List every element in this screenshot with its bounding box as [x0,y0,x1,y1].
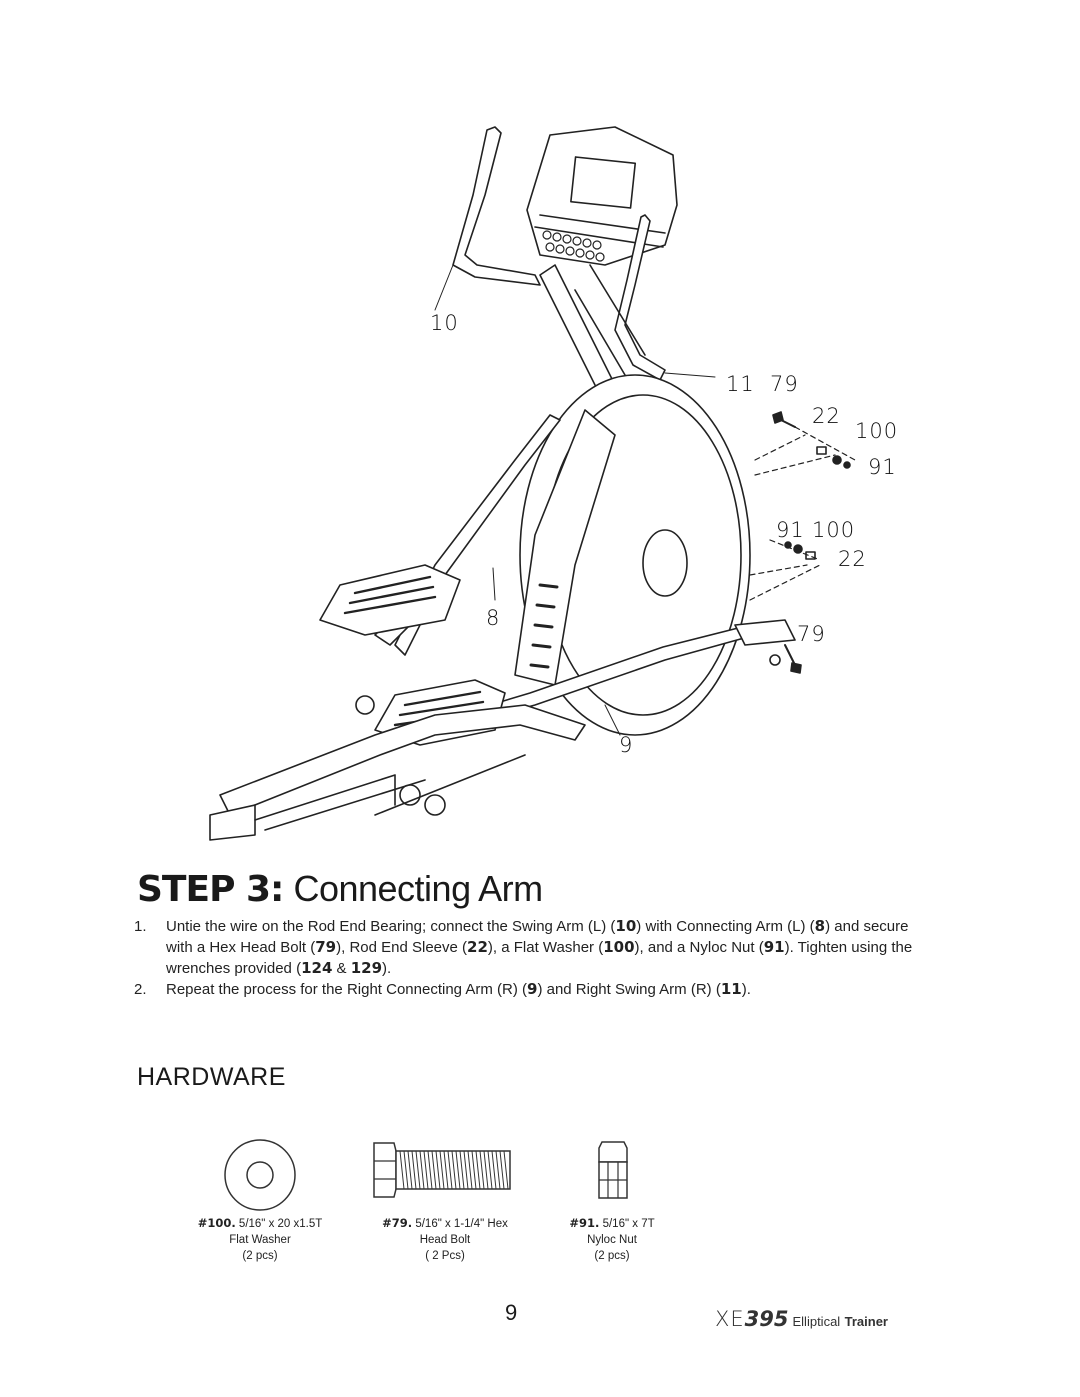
callout-100-upper: 100 [855,419,899,443]
callout-79-upper: 79 [770,372,799,396]
callout-22-lower: 22 [838,547,867,571]
step-title: Connecting Arm [293,868,543,909]
callout-91-lower: 91 [776,518,805,542]
hardware-item-hex-bolt: #79. 5/16" x 1-1/4" Hex Head Bolt ( 2 Pc… [382,1216,508,1262]
hex-bolt-icon [373,1142,511,1198]
instruction-1: 1. Untie the wire on the Rod End Bearing… [134,916,934,979]
instruction-number: 2. [134,981,147,998]
hardware-heading: HARDWARE [137,1063,286,1091]
flat-washer-icon [224,1139,296,1211]
callout-100-lower: 100 [812,518,856,542]
step-number: STEP 3: [137,869,284,910]
page-number: 9 [505,1300,518,1325]
step-heading: STEP 3: Connecting Arm [137,868,543,910]
instruction-text: Untie the wire on the Rod End Bearing; c… [166,917,913,977]
elliptical-assembly-diagram [209,126,856,841]
instruction-number: 1. [134,918,147,935]
instruction-text: Repeat the process for the Right Connect… [166,980,751,998]
callout-11: 11 [726,372,755,396]
callout-22-upper: 22 [812,404,841,428]
callout-8: 8 [486,606,501,630]
callout-9: 9 [619,733,634,757]
callout-79-lower: 79 [797,622,826,646]
hardware-item-flat-washer: #100. 5/16" x 20 x1.5T Flat Washer (2 pc… [197,1216,323,1262]
nyloc-nut-icon [598,1141,628,1199]
callout-91-upper: 91 [868,455,897,479]
instruction-2: 2. Repeat the process for the Right Conn… [134,979,934,1000]
hardware-item-nyloc-nut: #91. 5/16" x 7T Nyloc Nut (2 pcs) [569,1216,655,1262]
callout-10: 10 [430,311,459,335]
